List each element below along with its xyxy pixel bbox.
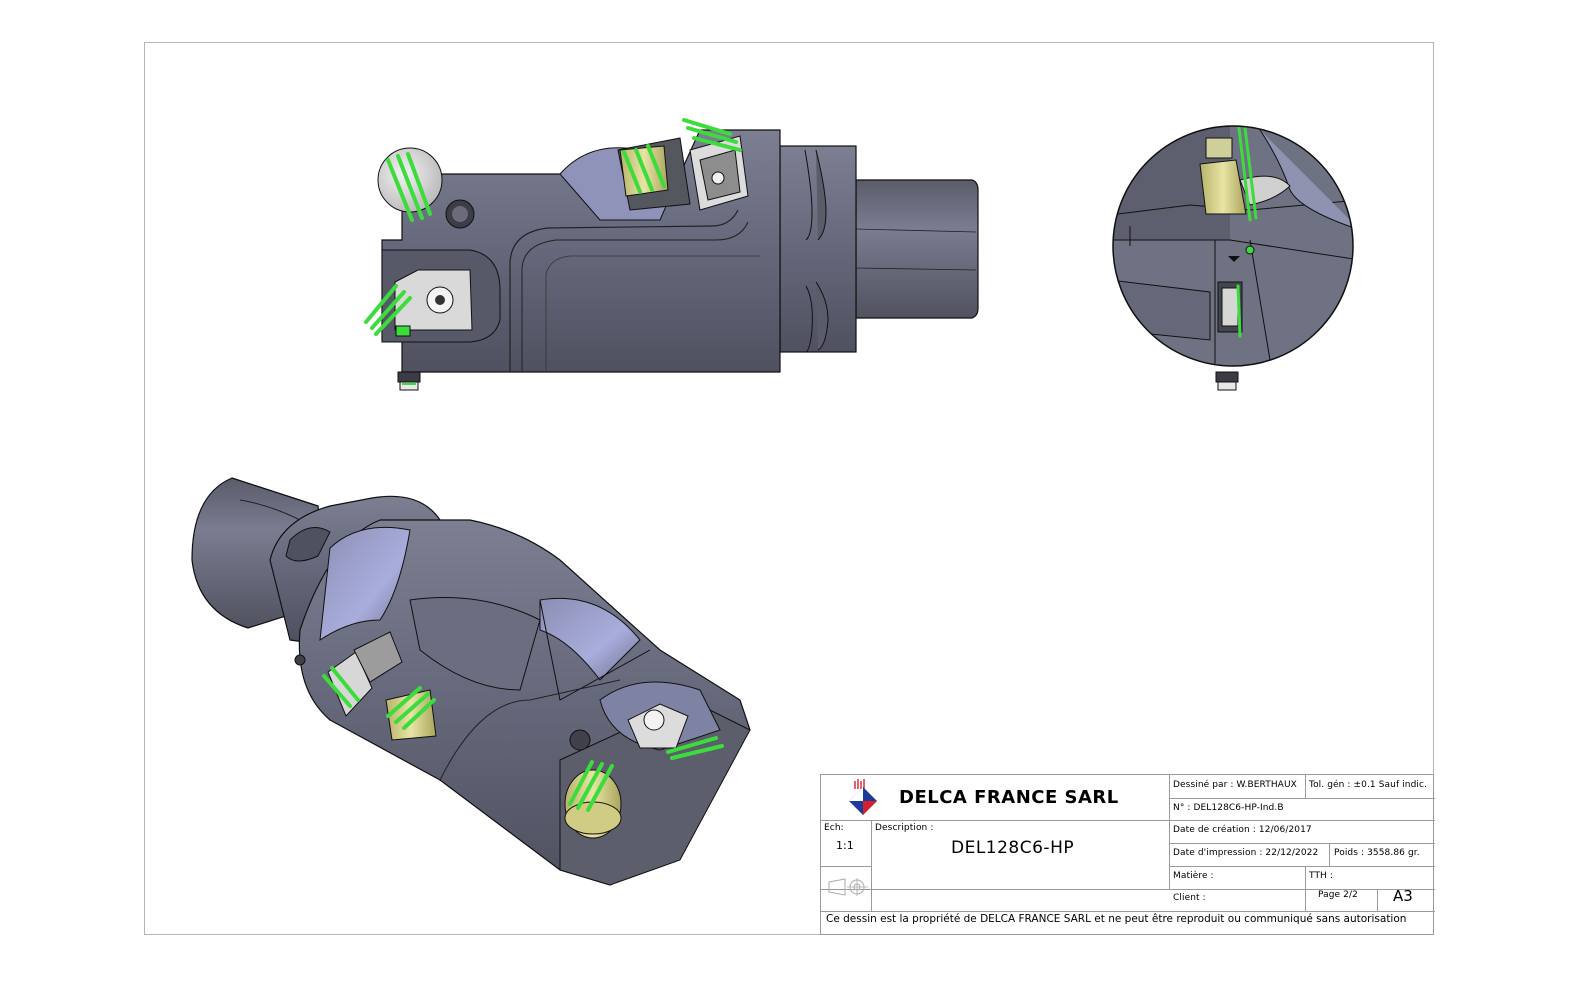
description-value: DEL128C6-HP xyxy=(951,838,1075,858)
description-label: Description : xyxy=(875,823,934,833)
first-angle-projection-icon xyxy=(828,878,868,896)
creation-date: Date de création : 12/06/2017 xyxy=(1173,825,1312,835)
isometric-view xyxy=(191,477,751,886)
page-number: Page 2/2 xyxy=(1318,890,1358,900)
confidentiality-notice: Ce dessin est la propriété de DELCA FRAN… xyxy=(826,913,1407,925)
drawn-by: Dessiné par : W.BERTHAUX xyxy=(1173,780,1297,790)
print-date: Date d'impression : 22/12/2022 xyxy=(1173,848,1319,858)
drawing-number: N° : DEL128C6-HP-Ind.B xyxy=(1173,803,1284,813)
shank xyxy=(855,179,979,319)
weight: Poids : 3558.86 gr. xyxy=(1334,848,1420,858)
scale-value: 1:1 xyxy=(836,839,854,852)
client: Client : xyxy=(1173,893,1206,903)
general-tolerance: Tol. gén : ±0.1 Sauf indic. xyxy=(1309,780,1428,790)
side-view xyxy=(364,118,979,391)
heat-treatment: TTH : xyxy=(1309,871,1333,881)
delca-diamond-logo-icon xyxy=(849,779,877,815)
title-block: DELCA FRANCE SARL Dessiné par : W.BERTHA… xyxy=(820,774,1435,935)
detail-view xyxy=(1112,125,1354,391)
scale-label: Ech: xyxy=(824,823,844,833)
company-name: DELCA FRANCE SARL xyxy=(899,787,1119,808)
material: Matière : xyxy=(1173,871,1214,881)
sheet-format: A3 xyxy=(1393,887,1413,905)
